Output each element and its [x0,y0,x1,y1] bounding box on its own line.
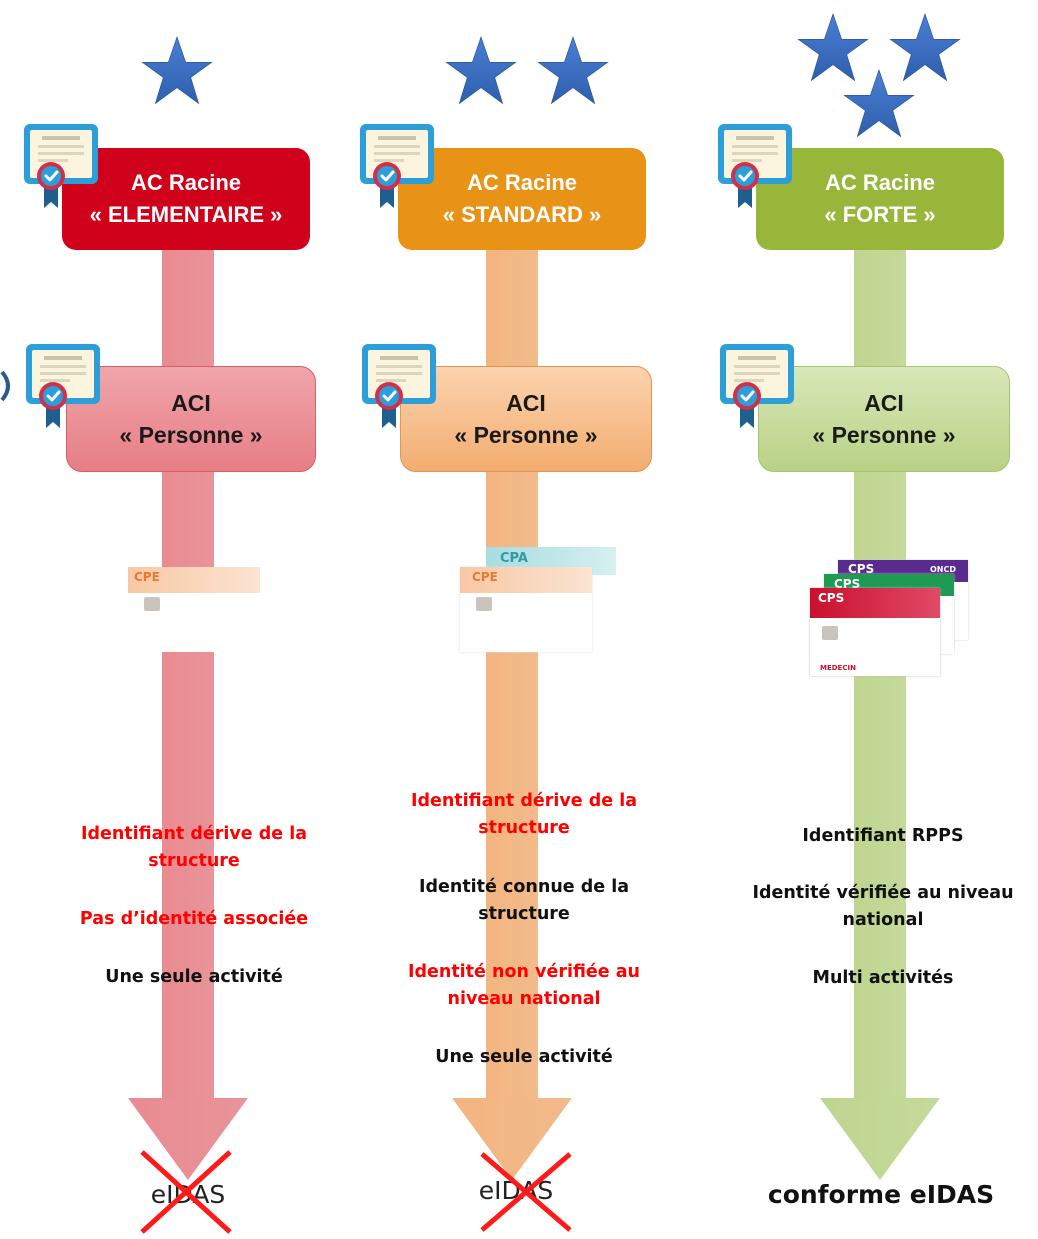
root-ca-title: AC Racine [824,170,936,195]
aci-box: ACI « Personne » [400,366,652,472]
certificate-icon [358,122,438,212]
edge-mark [0,370,10,402]
root-ca-box: AC Racine « STANDARD » [398,148,646,250]
aci-title: ACI [506,390,546,416]
star-icon [838,68,920,140]
smart-card-icon [822,626,838,640]
cross-mark-icon [140,1150,232,1234]
card-label: CPS [818,591,845,605]
cps-card: CPS MEDECIN [810,588,940,676]
root-ca-subtitle: « STANDARD » [442,202,602,227]
card-label: CPS [834,577,861,591]
aci-subtitle: « Personne » [119,422,263,448]
note: Identité connue de la structure [418,877,630,924]
note: Identifiant dérive de la structure [80,824,308,871]
cross-mark-icon [480,1152,572,1232]
root-ca-box: AC Racine « ELEMENTAIRE » [62,148,310,250]
certificate-icon [718,342,798,432]
star-icon [532,35,614,107]
star-icon [136,35,218,107]
card-label: CPS [848,562,875,576]
note: Multi activités [812,968,954,988]
aci-subtitle: « Personne » [812,422,956,448]
certificate-icon [716,122,796,212]
card-extra: ONCD [930,565,957,574]
aci-title: ACI [864,390,904,416]
root-ca-box: AC Racine « FORTE » [756,148,1004,250]
root-ca-subtitle: « FORTE » [824,202,936,227]
aci-subtitle: « Personne » [454,422,598,448]
root-ca-title: AC Racine [466,170,578,195]
certificate-icon [24,342,104,432]
note: Pas d’identité associée [79,909,309,929]
eidas-label: conforme eIDAS [767,1180,995,1209]
note: Identifiant dérive de la structure [410,791,638,838]
note: Identité non vérifiée au niveau national [407,962,641,1009]
card-label: CPE [472,570,498,584]
card-label: CPA [500,551,528,566]
certificate-icon [22,122,102,212]
smart-card-icon [476,597,492,611]
certificate-icon [360,342,440,432]
root-ca-title: AC Racine [130,170,242,195]
note: Identifiant RPPS [802,826,964,846]
note: Une seule activité [105,967,283,987]
root-ca-subtitle: « ELEMENTAIRE » [89,202,283,227]
card-extra: MEDECIN [820,664,856,672]
cpe-card: CPE [460,567,592,652]
aci-box: ACI « Personne » [758,366,1010,472]
note: Une seule activité [435,1047,613,1067]
card-label: CPE [134,570,160,584]
note: Identité vérifiée au niveau national [752,883,1014,930]
aci-title: ACI [171,390,211,416]
aci-box: ACI « Personne » [66,366,316,472]
cpe-card: CPE [128,567,260,652]
smart-card-icon [144,597,160,611]
star-icon [440,35,522,107]
